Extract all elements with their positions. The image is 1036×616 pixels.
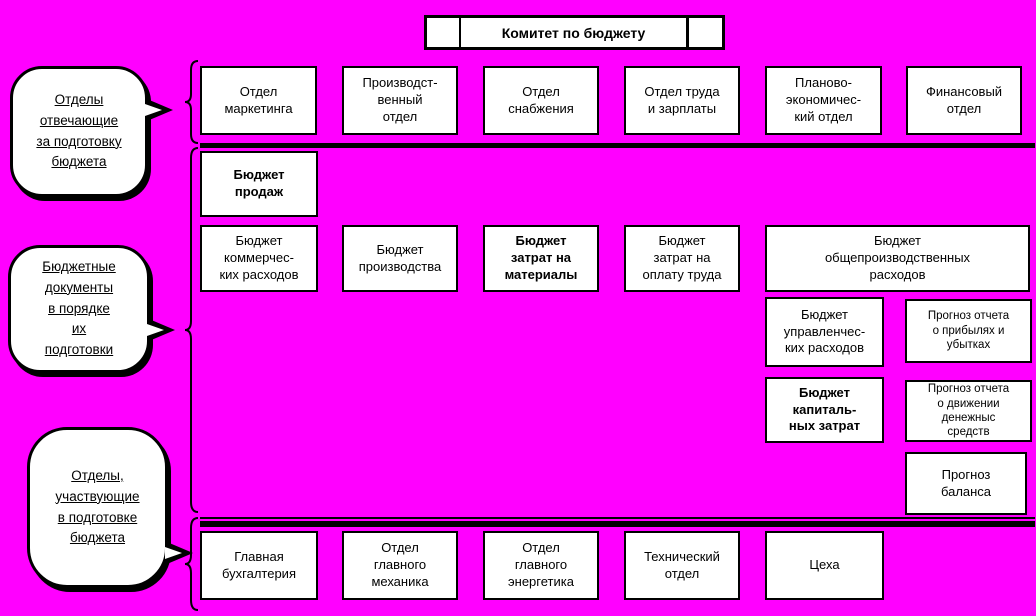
forecast-balance-box: Прогноз баланса [905, 452, 1027, 515]
budget-committee-box: Комитет по бюджету [424, 15, 725, 50]
callout-departments-responsible: Отделы отвечающие за подготовку бюджета [10, 66, 173, 197]
committee-title: Комитет по бюджету [501, 24, 646, 41]
budget-commercial-expenses-box: Бюджет коммерчес- ких расходов [200, 225, 318, 292]
dept-supply-box: Отдел снабжения [483, 66, 599, 135]
committee-right-cell [686, 18, 722, 47]
budget-administrative-expenses-box: Бюджет управленчес- ких расходов [765, 297, 884, 367]
callout-participating-pointer-icon [165, 542, 193, 564]
brace-bottom-section-icon [184, 517, 199, 611]
budget-sales-box: Бюджет продаж [200, 151, 318, 217]
dept-planning-economic-box: Планово- экономичес- кий отдел [765, 66, 882, 135]
callout-budget-documents: Бюджетные документы в порядке их подгото… [8, 245, 175, 373]
bottom-separator-thin-line [200, 517, 1035, 519]
dept-technical-box: Технический отдел [624, 531, 740, 600]
callout-documents-pointer-icon [147, 319, 175, 341]
callout-participating-label: Отделы, участвующие в подготовке бюджета [27, 427, 168, 588]
dept-workshops-box: Цеха [765, 531, 884, 600]
callout-responsible-pointer-icon [145, 99, 173, 121]
dept-accounting-box: Главная бухгалтерия [200, 531, 318, 600]
dept-finance-box: Финансовый отдел [906, 66, 1022, 135]
budget-labor-costs-box: Бюджет затрат на оплату труда [624, 225, 740, 292]
dept-labor-wages-box: Отдел труда и зарплаты [624, 66, 740, 135]
callout-responsible-label: Отделы отвечающие за подготовку бюджета [10, 66, 148, 197]
forecast-cash-flow-box: Прогноз отчета о движении денежныс средс… [905, 380, 1032, 442]
callout-documents-label: Бюджетные документы в порядке их подгото… [8, 245, 150, 373]
dept-chief-power-box: Отдел главного энергетика [483, 531, 599, 600]
budget-material-costs-box: Бюджет затрат на материалы [483, 225, 599, 292]
dept-marketing-box: Отдел маркетинга [200, 66, 317, 135]
top-separator-line [200, 143, 1035, 148]
forecast-profit-loss-box: Прогноз отчета о прибылях и убытках [905, 299, 1032, 363]
budget-capital-expenditures-box: Бюджет капиталь- ных затрат [765, 377, 884, 443]
committee-left-cell [427, 18, 461, 47]
budget-production-box: Бюджет производства [342, 225, 458, 292]
brace-middle-section-icon [184, 147, 199, 513]
bottom-separator-thick-line [200, 521, 1035, 527]
dept-production-box: Производст- венный отдел [342, 66, 458, 135]
callout-departments-participating: Отделы, участвующие в подготовке бюджета [27, 427, 193, 588]
dept-chief-mechanic-box: Отдел главного механика [342, 531, 458, 600]
brace-top-section-icon [184, 60, 199, 144]
budget-overhead-box: Бюджет общепроизводственных расходов [765, 225, 1030, 292]
